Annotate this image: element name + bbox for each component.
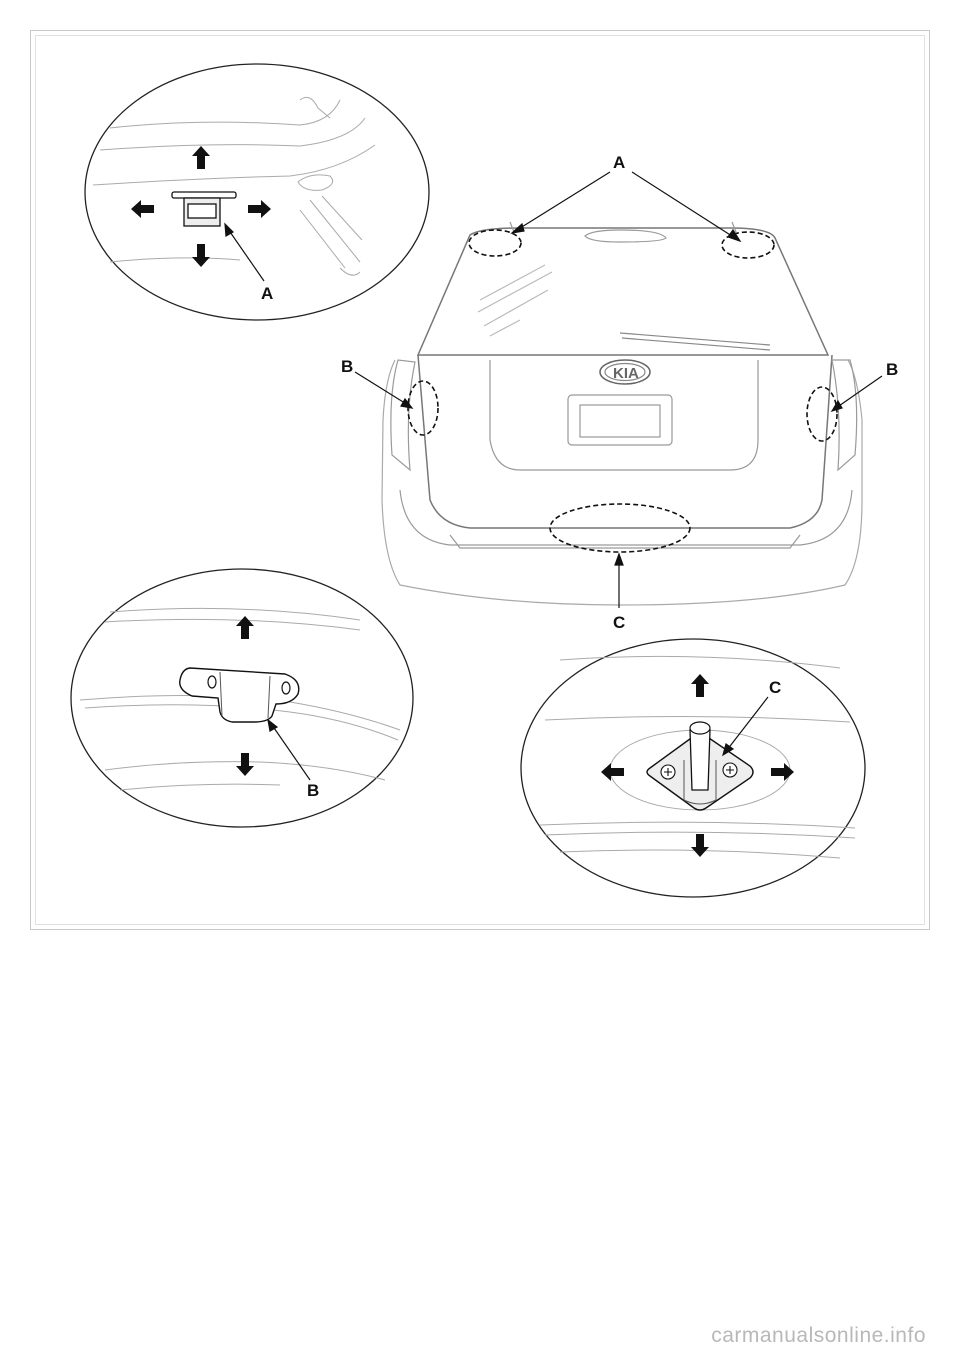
hinge-left-highlight — [468, 229, 522, 257]
callout-b-left: B — [341, 357, 353, 376]
callout-c-main: C — [613, 613, 625, 632]
bumper-left-highlight — [407, 380, 439, 436]
callout-c-detail: C — [769, 678, 781, 697]
striker-highlight — [549, 503, 691, 553]
hinge-right-highlight — [721, 231, 775, 259]
bumper-right-highlight — [806, 386, 838, 442]
detail-c-striker: C — [520, 638, 866, 898]
callout-b-detail: B — [307, 781, 319, 800]
detail-b-bumper: B — [70, 568, 414, 828]
detail-a-hinge: A — [84, 63, 430, 321]
callout-a-main: A — [613, 153, 625, 172]
callout-a-detail: A — [261, 284, 273, 303]
badge-logo-text: KIA — [613, 365, 639, 382]
figure-frame-inner — [35, 35, 925, 925]
dashed-highlights — [407, 229, 838, 553]
callout-b-right: B — [886, 360, 898, 379]
watermark-text: carmanualsonline.info — [711, 1324, 926, 1347]
vehicle-rear-view — [381, 221, 863, 606]
figure-frame — [30, 30, 930, 930]
leader-lines — [354, 171, 883, 608]
